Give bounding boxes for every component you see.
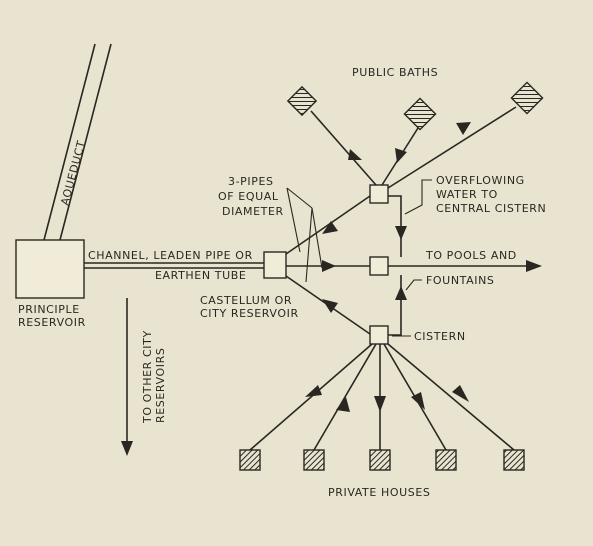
overflow-label-line1: OVERFLOWING (436, 174, 525, 187)
house-pipe-2 (313, 343, 377, 451)
other-label-line1: TO OTHER CITY (141, 330, 154, 424)
reservoir-label-line2: RESERVOIR (18, 316, 86, 329)
pools-pointer-line (405, 279, 422, 291)
public-bath-right (510, 81, 544, 115)
bath-pipe-middle (381, 127, 419, 186)
reservoir-label-line1: PRINCIPLE (18, 303, 80, 316)
private-house-5 (503, 449, 525, 471)
channel-label-line2: EARTHEN TUBE (155, 269, 246, 282)
pools-label-line2: FOUNTAINS (426, 274, 495, 287)
pipe-to-middle-cistern (286, 260, 370, 272)
private-house-3 (369, 449, 391, 471)
channel-label-line1: CHANNEL, LEADEN PIPE OR (88, 249, 253, 262)
overflow-label-line3: CENTRAL CISTERN (436, 202, 546, 215)
other-label-line2: RESERVOIRS (154, 348, 167, 423)
aqueduct-label: AQUEDUCT (58, 139, 88, 207)
overflow-pointer-lines (404, 179, 432, 215)
bath-pipe-left (310, 110, 377, 186)
castellum-box (263, 251, 287, 279)
principal-reservoir-box (15, 239, 85, 299)
pools-label-line1: TO POOLS AND (425, 249, 517, 262)
public-baths-label: PUBLIC BATHS (352, 66, 438, 79)
pipes-label-line2: OF EQUAL (218, 190, 279, 203)
pipes-label-line3: DIAMETER (222, 205, 284, 218)
castellum-label-line2: CITY RESERVOIR (200, 307, 299, 320)
public-bath-middle (403, 97, 437, 131)
overflow-label-line2: WATER TO (436, 188, 498, 201)
cistern-bottom (369, 325, 389, 345)
pipe-to-bottom-cistern (285, 275, 371, 335)
private-house-4 (435, 449, 457, 471)
cistern-middle (369, 256, 389, 276)
house-pipe-1 (249, 343, 373, 451)
overflow-links (388, 195, 407, 336)
pipes-pointer-lines (286, 187, 323, 283)
private-house-1 (239, 449, 261, 471)
pipe-to-top-cistern (285, 195, 371, 255)
house-pipe-5 (387, 343, 515, 451)
private-houses-label: PRIVATE HOUSES (328, 486, 430, 499)
bath-pipe-right (387, 106, 517, 189)
cistern-top (369, 184, 389, 204)
cistern-label: CISTERN (414, 330, 466, 343)
pipes-label-line1: 3-PIPES (228, 175, 274, 188)
aqueduct: AQUEDUCT (43, 43, 112, 241)
channel (84, 262, 264, 269)
other-reservoirs-branch (121, 298, 133, 456)
private-house-2 (303, 449, 325, 471)
house-pipe-4 (383, 343, 447, 451)
pools-branch (388, 260, 542, 272)
public-bath-left (286, 85, 318, 117)
castellum-label-line1: CASTELLUM OR (200, 294, 292, 307)
house-pipe-3 (374, 344, 386, 450)
